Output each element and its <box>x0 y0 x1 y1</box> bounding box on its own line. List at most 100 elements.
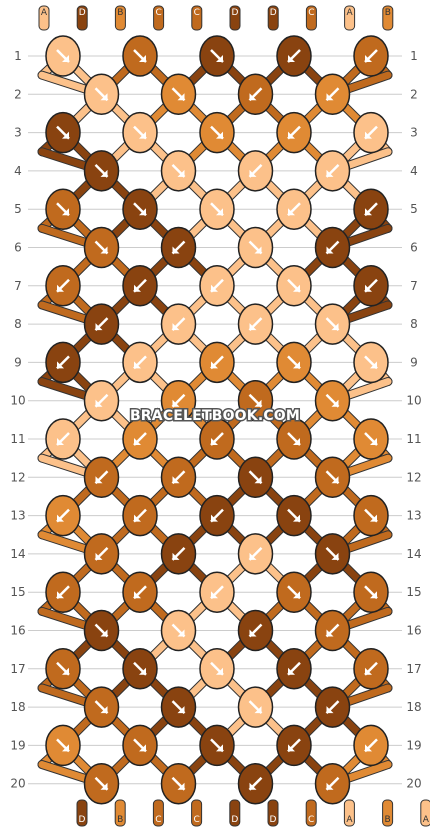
arrow-head-icon <box>172 246 180 254</box>
row-number-left: 6 <box>14 241 22 255</box>
row-number-left: 16 <box>10 624 25 638</box>
bottom-strand-end <box>267 799 279 827</box>
knot <box>199 111 235 154</box>
arrow-head-icon <box>134 361 141 369</box>
knot <box>353 111 389 154</box>
knot <box>45 341 81 384</box>
knot <box>45 494 81 537</box>
row-number-left: 15 <box>10 585 25 599</box>
arrow-head-icon <box>57 438 64 445</box>
knot <box>160 686 197 728</box>
arrow-head-icon <box>62 208 69 216</box>
row-number-left: 8 <box>14 317 22 331</box>
top-strand-end <box>382 5 394 31</box>
knot <box>122 265 158 307</box>
knot <box>353 188 389 230</box>
knot <box>160 303 197 345</box>
knot <box>237 226 274 269</box>
knot <box>122 341 158 384</box>
knot <box>45 111 81 154</box>
arrow-head-icon <box>365 667 372 675</box>
arrow-head-icon <box>326 782 334 790</box>
knot <box>160 762 197 805</box>
knot <box>276 494 312 537</box>
arrow-head-icon <box>249 629 257 637</box>
arrow-head-icon <box>216 744 223 752</box>
arrow-head-icon <box>211 591 218 599</box>
bottom-strand-label: D <box>270 815 277 825</box>
top-strand-label: D <box>79 8 86 18</box>
knot <box>314 303 351 345</box>
row-number-right: 3 <box>410 126 418 140</box>
arrow-head-icon <box>177 93 185 101</box>
row-number-right: 15 <box>406 585 421 599</box>
row-number-right: 1 <box>410 49 418 63</box>
top-strand-end <box>305 5 317 31</box>
arrow-head-icon <box>57 361 64 369</box>
row-number-left: 11 <box>10 432 25 446</box>
top-strand-end <box>114 5 126 31</box>
arrow-head-icon <box>293 514 300 522</box>
knot <box>314 686 351 728</box>
arrow-head-icon <box>100 246 108 254</box>
knot <box>276 571 312 613</box>
knot <box>314 762 351 805</box>
knot <box>199 188 235 230</box>
row-number-left: 19 <box>10 738 25 752</box>
bottom-strand-label: A <box>423 815 430 825</box>
knot <box>353 571 389 613</box>
top-strand-label: C <box>194 8 200 18</box>
arrow-head-icon <box>62 55 69 62</box>
arrow-head-icon <box>293 361 300 369</box>
arrow-head-icon <box>249 323 257 331</box>
knot <box>237 303 274 345</box>
arrow-head-icon <box>95 476 103 484</box>
knot <box>45 188 81 230</box>
knot <box>160 456 197 499</box>
arrow-head-icon <box>331 476 339 484</box>
knot <box>160 609 197 652</box>
arrow-head-icon <box>326 629 334 637</box>
knot <box>122 494 158 537</box>
knot-grid <box>45 35 389 805</box>
knot <box>276 418 312 460</box>
arrow-head-icon <box>177 782 185 790</box>
bottom-strand-end <box>420 799 430 827</box>
arrow-head-icon <box>100 629 108 637</box>
arrow-head-icon <box>62 131 69 139</box>
arrow-head-icon <box>100 706 108 714</box>
arrow-head-icon <box>249 169 257 177</box>
knot <box>276 341 312 384</box>
arrow-head-icon <box>211 284 218 292</box>
bottom-strand-end <box>343 799 355 827</box>
row-number-right: 20 <box>406 777 421 791</box>
knot <box>276 188 312 230</box>
arrow-head-icon <box>216 208 223 216</box>
arrow-head-icon <box>249 93 257 101</box>
knot <box>199 265 235 307</box>
knot <box>237 456 274 499</box>
knot <box>160 533 197 575</box>
row-number-left: 2 <box>14 87 22 101</box>
knot <box>199 571 235 613</box>
knot <box>353 341 389 384</box>
arrow-head-icon <box>254 476 262 484</box>
arrow-head-icon <box>288 744 295 752</box>
arrow-head-icon <box>288 55 295 62</box>
knot <box>276 265 312 307</box>
bottom-strand-label: D <box>79 815 86 825</box>
arrow-head-icon <box>365 744 372 752</box>
knot <box>83 533 120 575</box>
knot <box>160 150 197 192</box>
arrow-head-icon <box>370 514 377 522</box>
knot <box>353 494 389 537</box>
bottom-strand-end <box>76 799 88 827</box>
row-number-left: 13 <box>10 509 25 523</box>
top-strand-label: B <box>385 8 391 18</box>
arrow-head-icon <box>177 169 185 177</box>
row-number-left: 3 <box>14 126 22 140</box>
arrow-head-icon <box>254 246 262 254</box>
knot <box>122 188 158 230</box>
arrow-head-icon <box>331 399 339 407</box>
arrow-head-icon <box>139 744 146 752</box>
